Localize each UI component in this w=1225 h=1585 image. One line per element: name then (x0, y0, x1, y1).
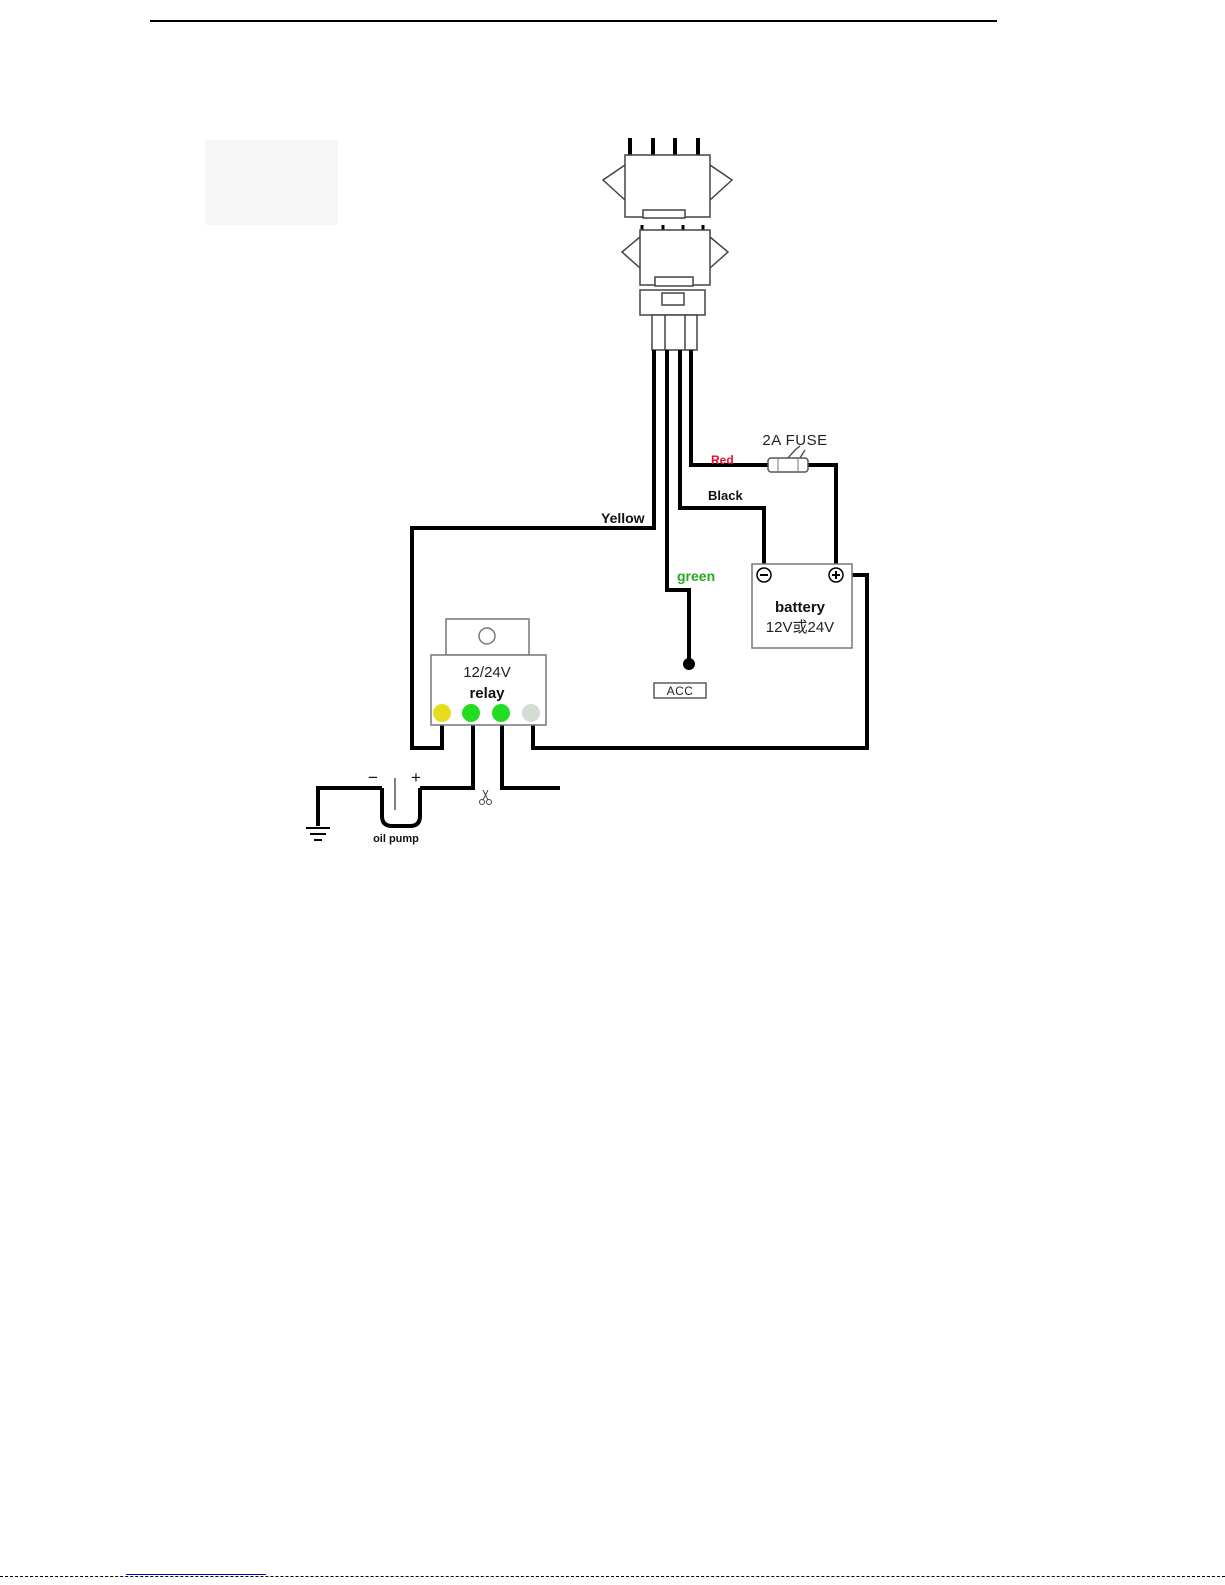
page-bottom-rule (0, 1576, 1225, 1577)
ground-icon (306, 828, 330, 840)
oil-pump: − + oil pump (368, 768, 421, 845)
fuse-label: 2A FUSE (762, 432, 827, 449)
connector-lower-right-latch (710, 237, 728, 268)
yellow-wire-label: Yellow (601, 510, 645, 526)
relay-pin-grey (522, 704, 540, 722)
fuse-body (768, 458, 808, 472)
connector-lower-left-latch (622, 237, 640, 268)
connector-sleeve (652, 315, 697, 350)
battery: battery 12V或24V (752, 564, 852, 648)
oil-pump-plus: + (411, 768, 421, 787)
green-wire-label: green (677, 568, 715, 584)
fuse-to-battery-wire (808, 465, 836, 564)
relay-mount-hole (479, 628, 495, 644)
relay-pin-green-2 (492, 704, 510, 722)
acc-terminal: ACC (654, 658, 706, 698)
relay-pin-green-1 (462, 704, 480, 722)
connector (603, 138, 732, 350)
battery-title: battery (775, 599, 826, 616)
black-wire-label: Black (708, 488, 743, 503)
relay-pin-yellow (433, 704, 451, 722)
connector-boot-nub (662, 293, 684, 305)
relay-voltage: 12/24V (463, 664, 511, 681)
acc-label: ACC (667, 684, 694, 698)
footnote-rule (126, 1574, 266, 1575)
connector-upper-right-latch (710, 165, 732, 200)
red-wire-label: Red (711, 453, 734, 467)
connector-lower-tab (655, 277, 693, 286)
connector-upper-housing (625, 155, 710, 217)
connector-upper-left-latch (603, 165, 625, 200)
relay: 12/24V relay (431, 619, 546, 725)
scissors-icon (480, 790, 492, 805)
red-wire (691, 350, 768, 465)
connector-upper-tab (643, 210, 685, 218)
oil-pump-minus: − (368, 768, 378, 787)
relay-to-pump-wire (420, 725, 473, 788)
acc-dot (683, 658, 695, 670)
pump-ground-wire (318, 788, 382, 826)
connector-top-pins (630, 138, 698, 155)
battery-voltage: 12V或24V (766, 619, 834, 636)
relay-title: relay (469, 685, 505, 702)
oil-pump-symbol (382, 788, 420, 826)
oil-pump-label: oil pump (373, 833, 419, 845)
